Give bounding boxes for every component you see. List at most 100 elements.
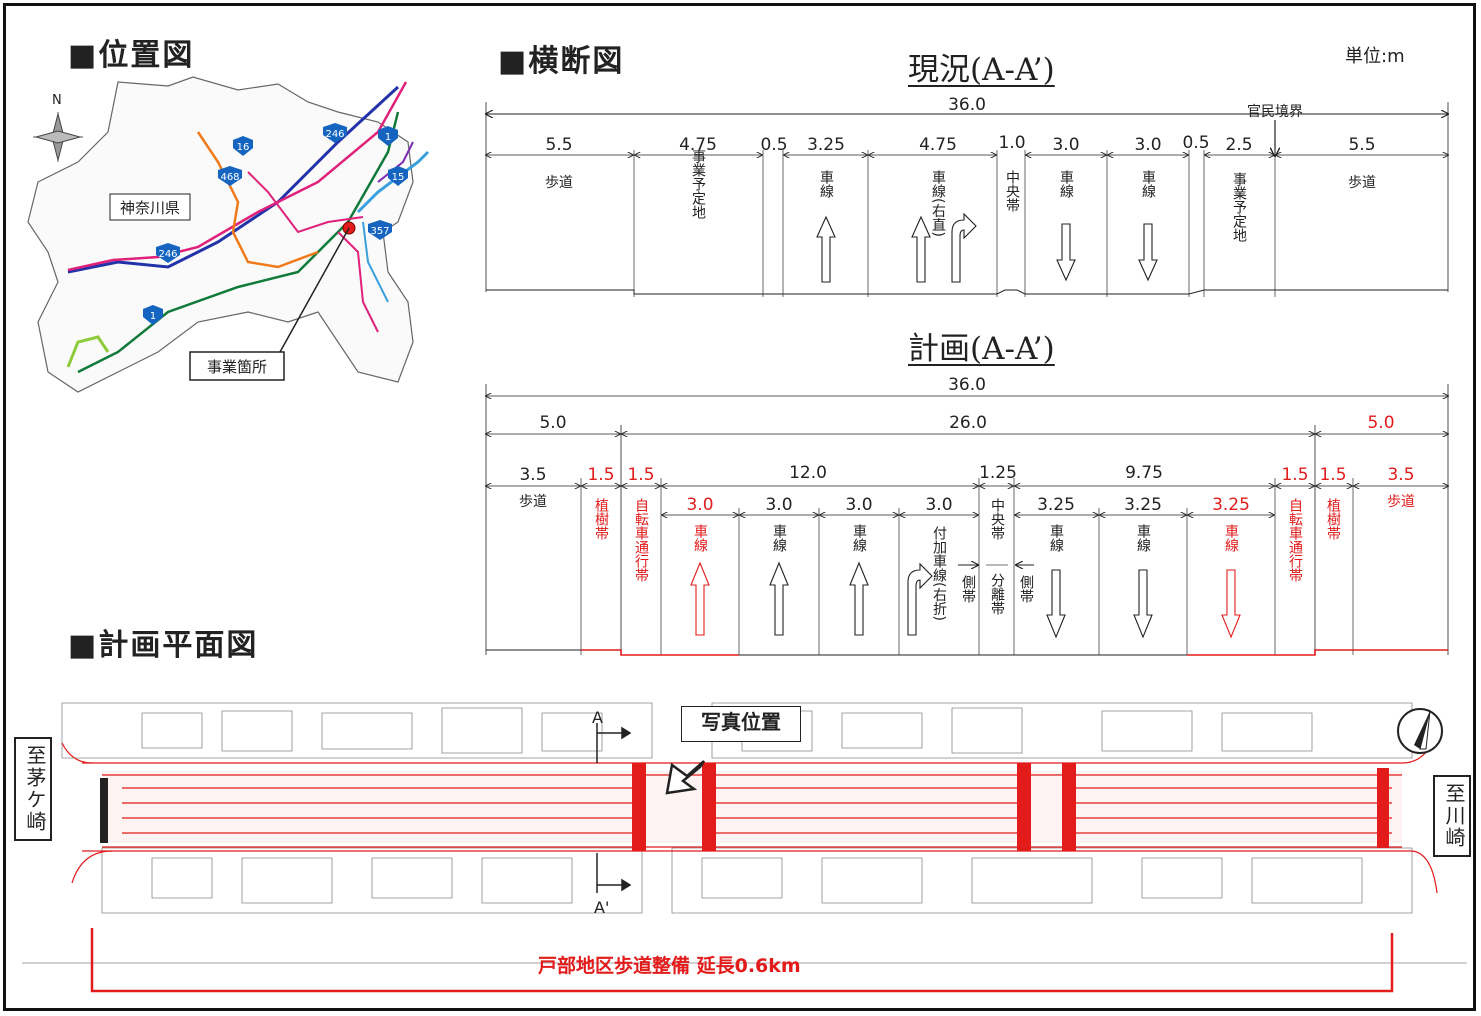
route-badge: 16 — [237, 142, 250, 153]
current-section-diagram: 36.0 5.5 4.75 0.5 3.25 4.75 1.0 3.0 3.0 … — [478, 95, 1458, 297]
plan-sub-width: 3.5 — [519, 465, 546, 485]
lane-arrow-down — [1056, 223, 1076, 282]
plan-lane-width: 3.0 — [845, 495, 872, 515]
route-badge: 468 — [220, 172, 239, 183]
current-width: 1.0 — [998, 133, 1025, 153]
current-width: 3.25 — [807, 135, 845, 155]
lane-arrow-down — [1046, 569, 1066, 639]
plan-label: 側帯 — [1018, 575, 1034, 603]
plan-label: 自転車通行帯 — [1287, 498, 1303, 582]
current-width: 5.5 — [1348, 135, 1375, 155]
plan-sub-width: 1.5 — [627, 465, 654, 485]
plan-lane-width: 3.0 — [686, 495, 713, 515]
current-width: 3.0 — [1052, 135, 1079, 155]
project-site-label: 事業箇所 — [207, 358, 267, 376]
plan-label: 自転車通行帯 — [633, 498, 649, 582]
lane-arrow-down — [1133, 569, 1153, 639]
plan-view-heading: ■計画平面図 — [68, 628, 259, 663]
route-badge: 246 — [158, 249, 177, 260]
plan-label: 歩道 — [1387, 494, 1415, 510]
current-width: 5.5 — [545, 135, 572, 155]
current-label: 事業予定地 — [690, 149, 706, 219]
plan-sub-width: 1.25 — [979, 463, 1017, 483]
current-width: 3.0 — [1134, 135, 1161, 155]
plan-total: 36.0 — [948, 375, 986, 395]
unit-label: 単位:m — [1345, 46, 1405, 67]
plan-label: 植樹帯 — [593, 498, 609, 540]
boundary-label: 官民境界 — [1247, 104, 1303, 120]
right-turn-arrow — [951, 212, 977, 283]
current-label: 中央帯 — [1004, 170, 1020, 212]
lane-arrow-up — [849, 561, 869, 636]
route-badge: 1 — [385, 132, 391, 143]
plan-label: 中央帯 — [989, 498, 1005, 540]
plan-sub-width: 1.5 — [587, 465, 614, 485]
extent-label: 戸部地区歩道整備 延長0.6km — [538, 955, 801, 977]
current-width: 0.5 — [760, 135, 787, 155]
destination-right: 至川崎 — [1433, 775, 1471, 857]
plan-lane-width: 3.25 — [1037, 495, 1075, 515]
cross-section-heading: ■横断図 — [498, 44, 625, 79]
prefecture-label: 神奈川県 — [120, 199, 180, 217]
current-label: 事業予定地 — [1231, 172, 1247, 242]
plan-group-width: 5.0 — [539, 413, 566, 433]
lane-arrow-up — [690, 561, 710, 636]
photo-direction-arrow-icon — [665, 760, 706, 795]
plan-label: 車線 — [851, 523, 867, 552]
plan-lane-width: 3.0 — [925, 495, 952, 515]
current-width: 0.5 — [1182, 133, 1209, 153]
lane-arrow-up — [769, 561, 789, 636]
plan-section-diagram: 36.0 5.0 26.0 5.0 3.5 1.5 1.5 12.0 1.25 … — [478, 375, 1458, 656]
plan-label: 分離帯 — [989, 573, 1005, 615]
plan-lane-width: 3.0 — [765, 495, 792, 515]
plan-label: 車線 — [1135, 523, 1151, 552]
location-heading: ■位置図 — [68, 38, 195, 73]
lane-arrow-down — [1221, 569, 1241, 639]
north-label: N — [52, 93, 62, 108]
plan-sub-width: 1.5 — [1319, 465, 1346, 485]
figure-frame — [3, 3, 1476, 1011]
plan-sub-width: 1.5 — [1281, 465, 1308, 485]
compass-icon — [33, 112, 83, 162]
plan-group-width: 5.0 — [1367, 413, 1394, 433]
lane-arrow-up — [816, 215, 836, 283]
plan-label: 車線 — [1048, 523, 1064, 552]
current-width: 4.75 — [919, 135, 957, 155]
current-label: 車線 — [818, 169, 834, 198]
plan-sub-width: 3.5 — [1387, 465, 1414, 485]
lane-arrow-down — [1138, 223, 1158, 282]
plan-view-drawing: A A' — [22, 663, 1467, 1001]
location-map: N 1 1 15 16 246 246 357 468 — [18, 72, 438, 402]
north-arrow-icon — [1397, 708, 1443, 754]
current-label: 歩道 — [1348, 175, 1376, 191]
current-width: 4.75 — [679, 135, 717, 155]
plan-lane-width: 3.25 — [1124, 495, 1162, 515]
route-badge: 15 — [392, 172, 405, 183]
right-turn-arrow — [907, 562, 933, 636]
current-title: 現況(A-A’) — [908, 52, 1055, 88]
plan-group-width: 26.0 — [949, 413, 987, 433]
plan-label: 車線 — [692, 523, 708, 552]
lane-arrow-up — [911, 215, 931, 283]
plan-title: 計画(A-A’) — [908, 331, 1055, 367]
plan-label: 車線 — [771, 523, 787, 552]
plan-label: 側帯 — [960, 575, 976, 603]
photo-position-label: 写真位置 — [681, 706, 801, 742]
section-a-label: A — [592, 708, 603, 727]
route-badge: 357 — [370, 226, 389, 237]
route-badge: 246 — [325, 129, 344, 140]
plan-sub-width: 12.0 — [789, 463, 827, 483]
plan-label: 歩道 — [519, 494, 547, 510]
plan-lane-width: 3.25 — [1212, 495, 1250, 515]
current-total: 36.0 — [948, 95, 986, 115]
destination-left: 至茅ケ崎 — [14, 737, 52, 841]
current-width: 2.5 — [1225, 135, 1252, 155]
current-label: 車線(右直) — [930, 169, 946, 237]
current-label: 歩道 — [545, 175, 573, 191]
plan-label: 車線 — [1223, 523, 1239, 552]
section-a-prime-label: A' — [594, 898, 609, 917]
current-label: 車線 — [1140, 169, 1156, 198]
plan-label: 植樹帯 — [1325, 498, 1341, 540]
plan-label: 付加車線(右折) — [931, 526, 947, 621]
route-badge: 1 — [150, 311, 156, 322]
